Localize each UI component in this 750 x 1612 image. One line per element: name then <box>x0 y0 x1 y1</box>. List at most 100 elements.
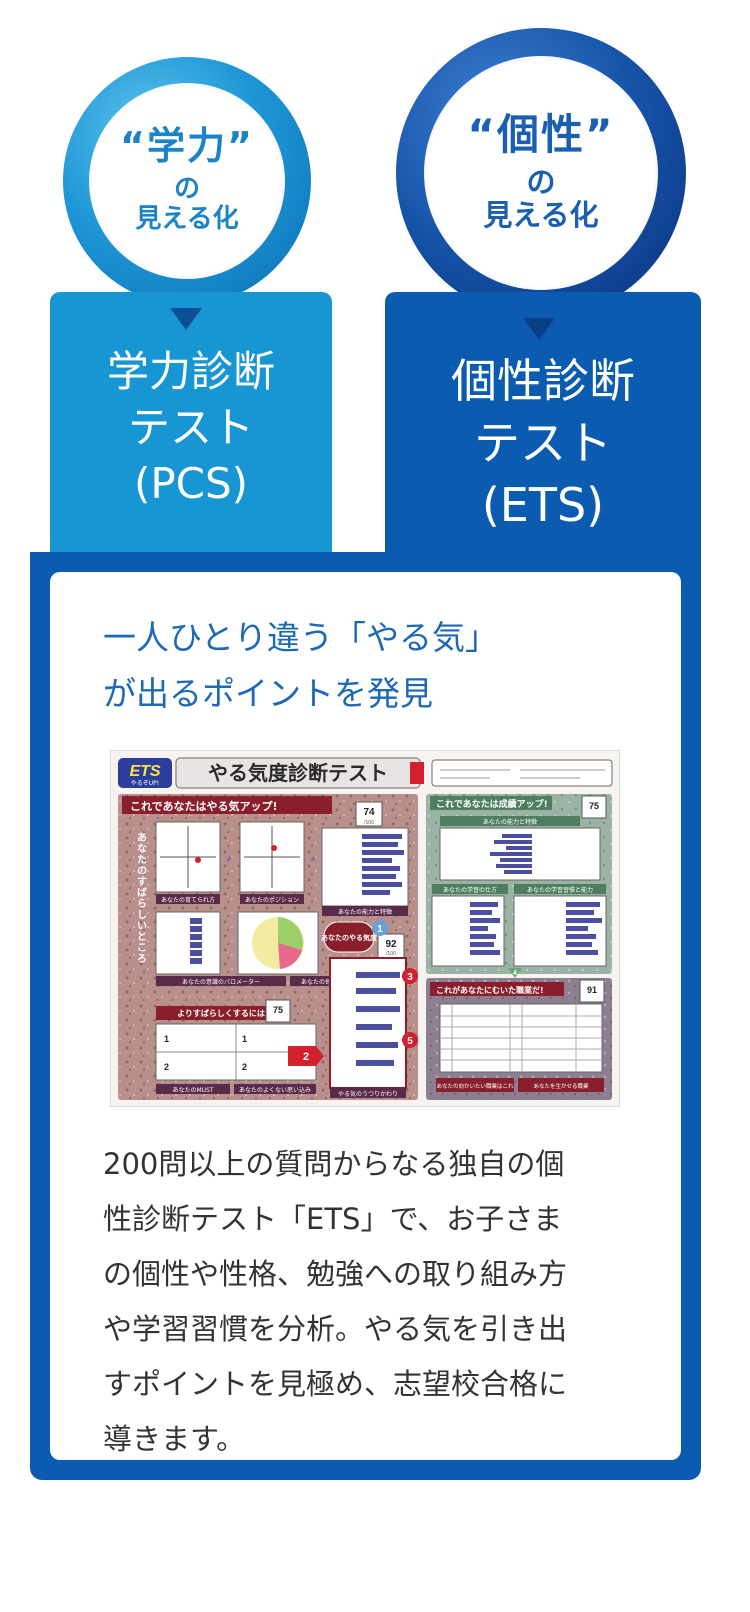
report-r-sub1-bg <box>440 816 580 826</box>
report-yowami-caption-bg <box>234 1084 316 1094</box>
report-score-top: 74 <box>363 807 375 818</box>
report-ability-bars <box>362 834 404 895</box>
content-heading-line: が出るポイントを発見 <box>103 674 433 713</box>
report-chart-point <box>195 857 201 863</box>
report-score-bl-box <box>265 999 291 1023</box>
report-pie-slice <box>278 917 303 950</box>
report-advice-num: 2 <box>242 1062 247 1072</box>
ets-content-card: 一人ひとり違う「やる気」 が出るポイントを発見 <box>50 572 681 1460</box>
report-score-mid-per: /100 <box>386 951 396 957</box>
report-logo-sub: やるぞUP! <box>131 779 159 787</box>
pcs-circle-title: “学力” <box>120 124 254 169</box>
report-jobs-grid <box>440 1004 602 1072</box>
report-jobs-banner <box>430 982 564 996</box>
tab-ets[interactable]: 個性診断 テスト (ETS) <box>385 292 701 572</box>
report-badge-5: 5 <box>407 1036 413 1047</box>
report-advice-num: 1 <box>164 1034 169 1044</box>
report-jobs-title: これがあなたにむいた職業だ! <box>436 985 544 995</box>
tab-ets-line1: 個性診断 <box>451 354 635 408</box>
report-yaruki-label: あなたのやる気度 <box>321 933 378 942</box>
report-chart-point <box>271 845 277 851</box>
report-r-chart1-bars <box>490 834 532 874</box>
report-score-rb: 91 <box>587 985 597 995</box>
report-yaruki-chart <box>329 957 407 1089</box>
report-chart-caption-bg <box>240 894 304 904</box>
report-score-mid: 92 <box>385 939 397 950</box>
ets-report-sample-image: ETS やるぞUP! やる気度診断テスト これであなたはやる気アップ! 74 /… <box>110 750 620 1107</box>
report-pie-slice <box>278 943 302 969</box>
description-line: 200問以上の質問からなる独自の個 <box>103 1147 565 1181</box>
report-badge-4: 4 <box>513 970 517 977</box>
report-right-banner-text: これであなたは成績アップ! <box>436 798 548 810</box>
pcs-circle-inner: “学力” の 見える化 <box>89 83 285 279</box>
report-advice-num: 2 <box>164 1062 169 1072</box>
description-line: や学習習慣を分析。やる気を引き出 <box>103 1312 568 1346</box>
report-plus-sign: + <box>310 851 317 865</box>
report-title-tag <box>410 762 424 784</box>
content-description: 200問以上の質問からなる独自の個 性診断テスト「ETS」で、お子さま の個性や… <box>103 1137 643 1467</box>
tab-ets-line2: テスト <box>474 416 612 470</box>
report-score-rb-box <box>579 979 605 1003</box>
pcs-circle-line2: 見える化 <box>135 204 239 234</box>
description-line: 導きます。 <box>103 1422 246 1456</box>
pcs-circle-line1: の <box>173 174 200 205</box>
report-r-bottom1: あなたの向かいたい職業はこれ <box>436 1082 514 1090</box>
tab-pcs-line2: テスト <box>127 403 254 452</box>
report-barometer-caption: あなたの意識のバロメーター <box>182 978 260 986</box>
report-must-caption-bg <box>156 1084 230 1094</box>
description-line: の個性や性格、勉強への取り組み方 <box>103 1257 568 1291</box>
report-badge-1: 1 <box>377 924 383 935</box>
report-logo-box <box>118 758 172 788</box>
report-advice-banner <box>156 1006 286 1020</box>
report-logo: ETS <box>129 763 160 780</box>
report-r-sub3-bg <box>514 884 606 894</box>
report-score-top-per: /100 <box>364 820 374 826</box>
ets-circle-title: “個性” <box>467 109 615 159</box>
report-step-badges <box>288 920 418 1066</box>
report-score-rt-box <box>581 795 607 819</box>
tab-ets-line3: (ETS) <box>481 478 605 532</box>
description-line: 性診断テスト「ETS」で、お子さま <box>103 1202 563 1236</box>
report-chart-caption: あなたのポジション <box>245 896 299 904</box>
report-yaruki-bars <box>356 972 400 1066</box>
report-r-bottom2-bg <box>518 1078 604 1092</box>
report-must-caption: あなたのMUST <box>172 1087 213 1094</box>
pcs-pointer-triangle <box>170 308 202 330</box>
report-barometer-box <box>155 911 221 975</box>
report-badge-2: 2 <box>303 1051 309 1063</box>
report-r-chart-bars <box>470 902 602 955</box>
description-line: すポイントを見極め、志望校合格に <box>103 1367 568 1401</box>
report-yaruki-caption-bg <box>330 1088 406 1098</box>
ets-circle-inner: “個性” の 見える化 <box>424 56 658 290</box>
report-score-bl: 75 <box>273 1005 283 1015</box>
report-yaruki-caption: やる気のうつりかわり <box>338 1090 398 1098</box>
ets-visualization-circle: “個性” の 見える化 <box>396 28 686 318</box>
report-badge-3: 3 <box>407 972 413 983</box>
content-heading: 一人ひとり違う「やる気」 が出るポイントを発見 <box>103 610 663 722</box>
ets-content-panel: 一人ひとり違う「やる気」 が出るポイントを発見 <box>30 552 701 1480</box>
report-yaruki-bubble <box>323 921 375 953</box>
report-r-bottom1-bg <box>436 1078 514 1092</box>
report-chart-caption-bg <box>156 894 220 904</box>
ets-circle-line2: 見える化 <box>483 198 599 232</box>
report-r-bottom2: あなたを生かせる職業 <box>533 1082 589 1090</box>
report-yowami-caption: あなたのよくない思い込み <box>239 1086 311 1094</box>
ets-circle-line1: の <box>526 164 556 199</box>
report-title: やる気度診断テスト <box>208 761 388 785</box>
report-advice-title: よりすばらしくするには <box>177 1008 265 1018</box>
tab-pcs[interactable]: 学力診断 テスト (PCS) <box>50 292 332 554</box>
tab-pcs-line1: 学力診断 <box>106 347 275 396</box>
report-right-banner <box>430 796 552 810</box>
report-score-top-box <box>355 801 383 827</box>
report-ability-caption: あなたの能力と特徴 <box>338 908 392 916</box>
report-advice-num: 1 <box>242 1034 247 1044</box>
report-score-rt: 75 <box>589 801 599 811</box>
report-vertical-label: あなたのすばらしいところ <box>135 832 147 964</box>
tab-pcs-line3: (PCS) <box>133 459 249 508</box>
report-r-sub1: あなたの能力と特徴 <box>483 818 537 826</box>
report-plus-sign: + <box>226 851 233 865</box>
report-left-banner-text: これであなたはやる気アップ! <box>130 799 278 813</box>
report-r-sub2: あなたの学習の仕方 <box>443 886 497 894</box>
report-left-banner <box>122 796 332 814</box>
ets-pointer-triangle <box>523 318 555 340</box>
